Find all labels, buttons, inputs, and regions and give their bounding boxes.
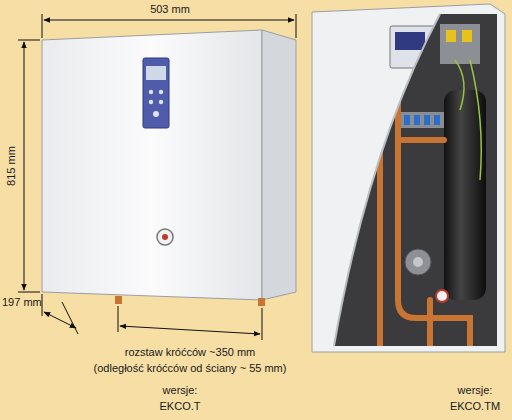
boiler-front [42,30,296,306]
dimension-label: 815 mm [5,146,18,186]
model-name: EKCO.TM [450,400,500,413]
note-text: rozstaw króćców ~350 mm [125,346,256,359]
dimension-lines [18,14,296,340]
version-label: wersje: [163,384,198,397]
dimension-label: 197 mm [2,296,42,309]
model-name: EKCO.T [160,400,201,413]
boiler-cutaway [312,4,505,352]
dimension-label: 503 mm [150,3,190,16]
note-text: (odległość króćców od ściany ~ 55 mm) [94,362,287,375]
version-label: wersje: [458,384,493,397]
